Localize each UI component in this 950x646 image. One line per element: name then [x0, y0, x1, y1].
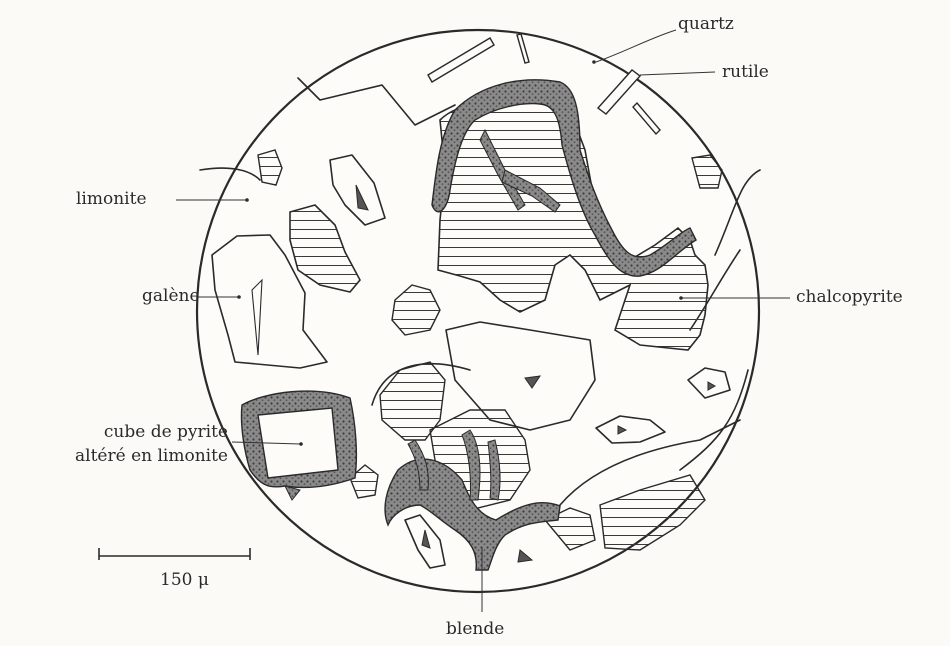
label-limonite: limonite — [76, 191, 147, 208]
label-quartz: quartz — [678, 16, 734, 33]
label-rutile: rutile — [722, 64, 769, 81]
scale-bar — [99, 548, 250, 560]
label-pyrite-cube: cube de pyrite altéré en limonite — [40, 420, 228, 468]
label-chalcopyrite: chalcopyrite — [796, 289, 903, 306]
label-blende: blende — [446, 621, 504, 638]
label-galene: galène — [142, 288, 200, 305]
label-pyrite-line1: cube de pyrite — [40, 420, 228, 444]
scale-bar-label: 150 μ — [160, 572, 209, 589]
label-pyrite-line2: altéré en limonite — [40, 444, 228, 468]
